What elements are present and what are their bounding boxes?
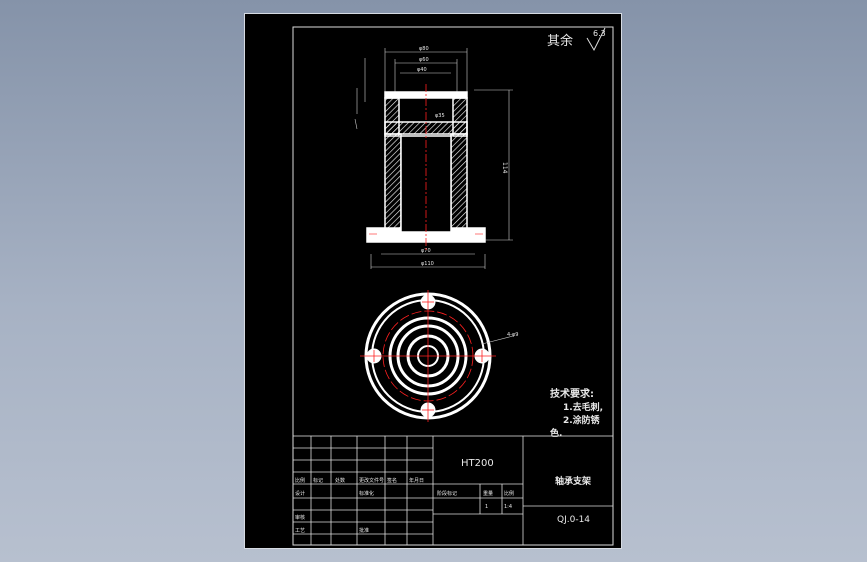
tb-cell-12: 阶段标记 <box>437 490 457 497</box>
tb-cell-13: 重量 <box>483 490 493 497</box>
dim-d4: 114 <box>501 162 508 174</box>
tb-cell-14: 比例 <box>504 490 514 497</box>
roughness-value: 6.3 <box>593 29 606 38</box>
dim-d3: φ40 <box>417 67 427 73</box>
dim-d6: φ110 <box>421 261 434 267</box>
dim-d2: φ60 <box>419 57 429 63</box>
tech-req-item2-cont: 色. <box>550 427 562 439</box>
tech-req-heading: 技术要求: <box>550 387 594 400</box>
title-block <box>292 435 614 546</box>
tech-req-item2: 2.涂防锈 <box>563 414 601 426</box>
tb-cell-10: 工艺 <box>295 528 305 534</box>
drawing-sheet: 其余 6.3 φ80 φ60 φ40 φ35 114 φ70 <box>244 13 622 549</box>
tb-cell-8: 标准化 <box>359 490 374 497</box>
tb-cell-3: 处数 <box>335 477 345 484</box>
surface-note: 其余 <box>547 33 573 49</box>
part-name: 轴承支架 <box>555 475 591 487</box>
dim-d7: 4-φ9 <box>507 332 518 338</box>
section-view: φ80 φ60 φ40 φ35 114 φ70 φ110 <box>354 46 513 269</box>
tb-cell-5: 签名 <box>387 477 397 484</box>
dim-d1: φ80 <box>419 46 429 52</box>
technical-requirements: 技术要求: 1.去毛刺, 2.涂防锈 色. <box>550 387 603 439</box>
tb-cell-1: 比例 <box>295 477 305 484</box>
tb-cell-4: 更改文件号 <box>359 477 384 484</box>
tb-cell-9: 审核 <box>295 514 305 521</box>
tb-cell-7: 设计 <box>295 490 305 497</box>
dim-d5: φ70 <box>421 248 431 254</box>
tb-cell-16: 1 <box>485 504 488 510</box>
material-label: HT200 <box>461 458 494 469</box>
tb-cell-2: 标记 <box>313 477 323 484</box>
tech-req-item1: 1.去毛刺, <box>563 401 603 413</box>
tb-cell-6: 年月日 <box>409 477 424 484</box>
drawing-canvas: 其余 6.3 φ80 φ60 φ40 φ35 114 φ70 <box>292 26 614 546</box>
dim-d8: φ35 <box>435 113 445 119</box>
tb-cell-11: 批准 <box>359 527 369 534</box>
top-view: 4-φ9 <box>360 290 518 422</box>
tb-cell-15: 1:4 <box>504 504 512 510</box>
roughness-symbol-icon <box>586 27 606 52</box>
drawing-number: QJ.0-14 <box>557 515 590 525</box>
